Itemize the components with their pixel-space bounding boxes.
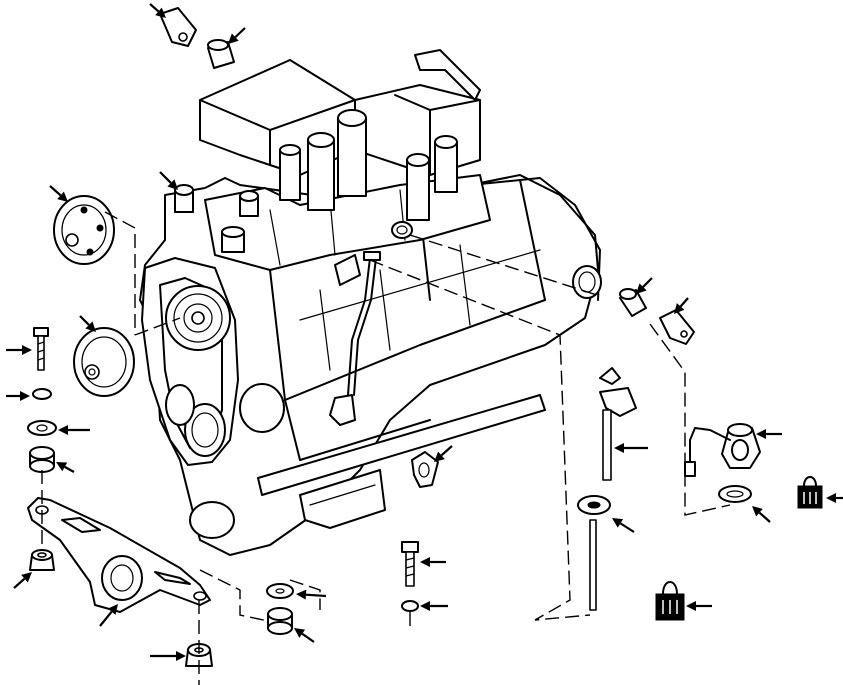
top-fitting-sleeve [207, 39, 235, 69]
arrow-icon [228, 27, 246, 44]
injector-5 [434, 135, 458, 193]
arrow-icon [752, 506, 771, 523]
injector-1 [279, 144, 301, 201]
dipstick-tube [329, 251, 381, 426]
flat-washer-left [27, 420, 57, 436]
arrow-icon [58, 425, 90, 435]
callout-arrows [6, 3, 843, 661]
arrow-icon [420, 557, 446, 567]
nut-left [29, 549, 55, 571]
arrow-icon [420, 601, 448, 611]
timing-belt-assembly [141, 257, 239, 466]
dipstick-grommet [577, 495, 611, 515]
arrow-icon [56, 462, 75, 473]
damper-pulley-lower [73, 327, 135, 397]
arrow-icon [79, 315, 96, 332]
spacer-left [29, 446, 55, 473]
arrow-icon [159, 171, 178, 190]
arrow-icon [756, 429, 782, 439]
arrow-icon [674, 297, 689, 314]
arrow-icon [6, 345, 32, 355]
padlock-icon [797, 476, 823, 509]
arrow-icon [150, 651, 186, 661]
arrow-icon [13, 572, 32, 589]
lock-washer-left [32, 388, 52, 400]
padlock-icon [655, 581, 685, 621]
top-fitting-elbow [159, 7, 197, 47]
right-fitting-elbow [659, 309, 695, 345]
injector-4 [406, 153, 430, 221]
arrow-icon [614, 443, 648, 453]
leader-lines [41, 211, 731, 685]
sensor-block [411, 451, 439, 488]
arrow-icon [612, 518, 635, 533]
arrow-icon [49, 185, 68, 202]
bolt-left [33, 327, 49, 371]
damper-pulley-upper [53, 195, 115, 265]
dipstick [589, 367, 637, 611]
arrow-icon [294, 628, 315, 643]
right-fitting-sleeve [619, 288, 647, 317]
arrow-icon [826, 493, 843, 503]
injector-nozzles [279, 109, 458, 221]
arrow-icon [434, 445, 453, 462]
arrow-icon [149, 3, 166, 18]
head-fittings [174, 184, 413, 253]
injector-3 [337, 109, 367, 197]
arrow-icon [99, 604, 118, 627]
sender-clip [718, 485, 752, 503]
engine-mount-bracket [27, 497, 211, 613]
arrow-icon [636, 277, 653, 294]
arrow-icon [686, 601, 712, 611]
arrow-icon [6, 391, 30, 401]
engine-block [139, 174, 602, 556]
spacer-center [267, 607, 293, 635]
arrow-icon [296, 589, 327, 600]
injector-2 [307, 132, 335, 211]
crank-pulley [165, 285, 231, 351]
pressure-sender [684, 423, 761, 477]
washer-center [266, 583, 294, 599]
lock-washer-center [401, 600, 419, 612]
bolt-center [401, 541, 419, 587]
